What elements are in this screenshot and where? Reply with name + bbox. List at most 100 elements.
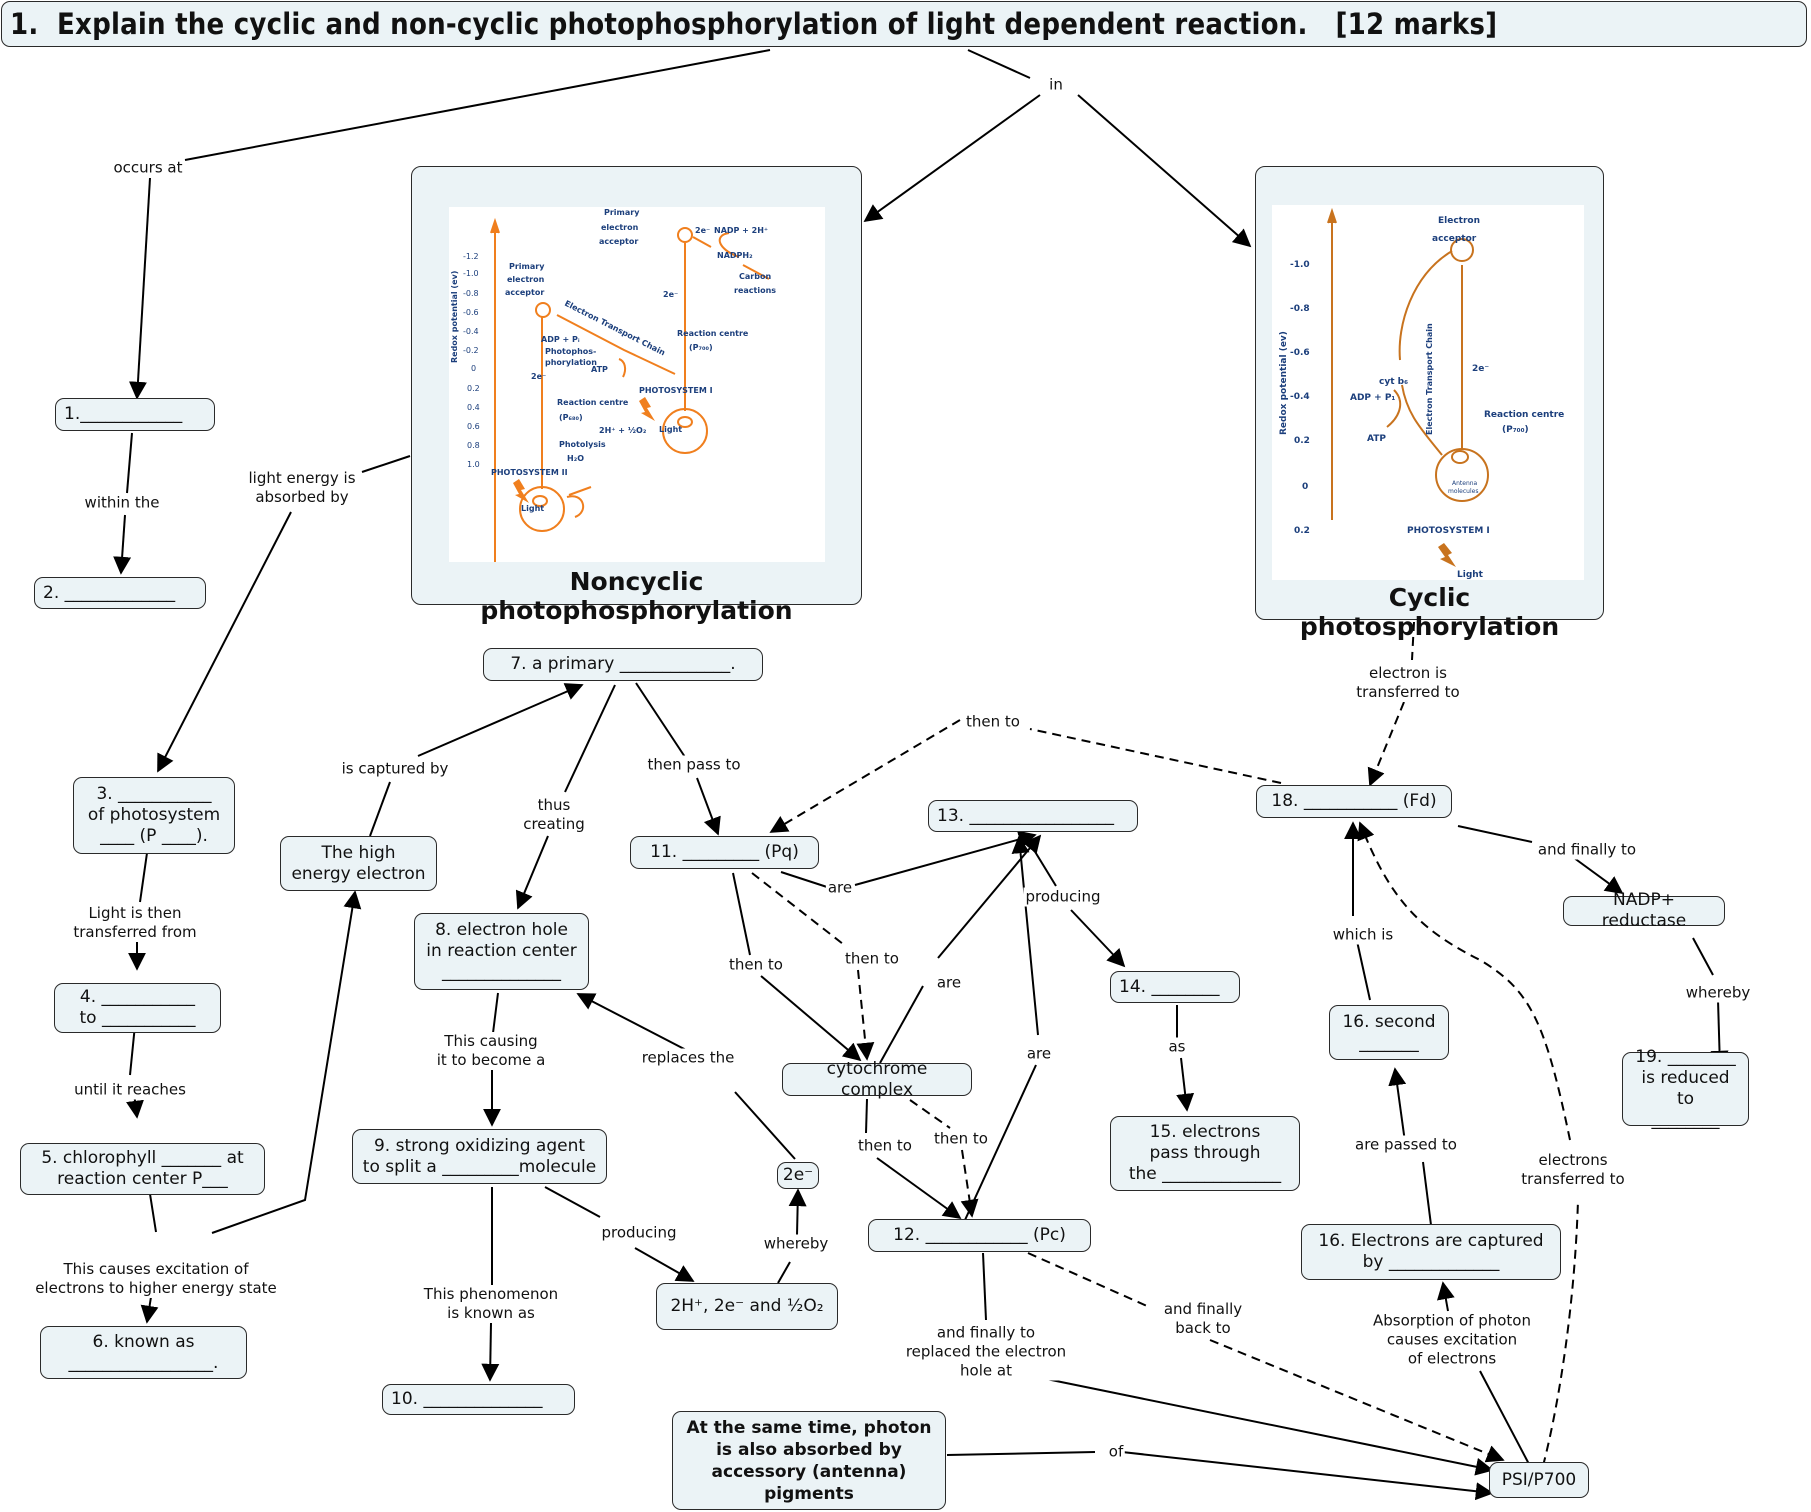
blank-node-13[interactable]: 13. _________________ <box>928 800 1138 832</box>
edge-phenomenon-n10 <box>481 1322 500 1382</box>
svg-text:Antenna: Antenna <box>1452 480 1478 487</box>
edge-are2-n13 <box>937 834 1042 959</box>
edge-n16-passed <box>1422 1161 1432 1226</box>
edge-title-in <box>967 49 1031 79</box>
link-is-captured-by: is captured by <box>339 759 451 779</box>
link-of: of <box>1106 1442 1126 1462</box>
edge-cyto-are <box>879 985 924 1064</box>
edge-n18-finally <box>1457 825 1533 843</box>
electrons-2e-node[interactable]: 2e⁻ <box>777 1162 819 1189</box>
cytochrome-complex-node[interactable]: cytochrome complex <box>782 1059 972 1100</box>
edge-cyto-thento-dashed <box>909 1099 951 1129</box>
link-then-to-c: then to <box>856 1136 914 1156</box>
link-causes-excitation: This causes excitation of electrons to h… <box>33 1260 279 1298</box>
edge-n3-light-transferred <box>139 852 148 903</box>
svg-text:Light: Light <box>521 504 544 513</box>
edge-thento-dashed-n12 <box>960 1149 979 1218</box>
edge-n11-thento-dashed <box>751 872 844 945</box>
link-then-to-d: then to <box>932 1129 990 1149</box>
edge-n1-within <box>126 432 133 494</box>
edge-producing-products <box>634 1247 695 1282</box>
blank-node-3[interactable]: 3. ___________ of photosystem ____ (P __… <box>73 777 235 854</box>
edge-in-noncyclic <box>863 94 1041 223</box>
svg-text:0.2: 0.2 <box>1294 526 1310 536</box>
edge-n18-thento <box>1029 728 1282 784</box>
svg-text:Photophos-: Photophos- <box>545 347 596 356</box>
link-whereby-2: whereby <box>1683 983 1753 1003</box>
link-this-causing: This causing it to become a <box>434 1032 548 1070</box>
edge-causes-high-e <box>211 890 362 1234</box>
edge-within-n2 <box>113 514 132 575</box>
svg-text:NADP + 2H⁺: NADP + 2H⁺ <box>714 226 768 235</box>
svg-text:electron: electron <box>601 223 639 232</box>
blank-node-11-pq[interactable]: 11. _________ (Pq) <box>630 836 819 869</box>
edge-captured-n7 <box>417 683 584 757</box>
link-phenomenon: This phenomenon is known as <box>421 1285 561 1323</box>
link-electrons-transferred: electrons transferred to <box>1519 1151 1627 1189</box>
svg-text:Redox potential (ev): Redox potential (ev) <box>1279 331 1289 435</box>
svg-text:2e⁻: 2e⁻ <box>1472 364 1489 374</box>
link-light-transferred: Light is then transferred from <box>71 904 199 942</box>
edge-finally-nadp <box>1569 854 1624 895</box>
svg-text:0.8: 0.8 <box>467 441 480 450</box>
svg-text:-0.8: -0.8 <box>1290 304 1310 314</box>
blank-node-14[interactable]: 14. ________ <box>1110 971 1240 1003</box>
edge-thus-n8 <box>515 835 549 910</box>
blank-node-2[interactable]: 2. _____________ <box>34 577 206 609</box>
blank-node-16-captured[interactable]: 16. Electrons are captured by __________… <box>1301 1224 1561 1280</box>
high-energy-electron-node[interactable]: The high energy electron <box>280 836 437 891</box>
svg-text:PHOTOSYSTEM I: PHOTOSYSTEM I <box>639 386 713 395</box>
blank-node-18-fd[interactable]: 18. ___________ (Fd) <box>1256 785 1452 818</box>
svg-text:(P₆₈₀): (P₆₈₀) <box>559 413 583 422</box>
svg-text:electron: electron <box>507 275 545 284</box>
link-thus-creating: thus creating <box>521 796 587 834</box>
edge-n12-are <box>964 1064 1037 1221</box>
svg-text:-1.0: -1.0 <box>1290 260 1310 270</box>
edge-in-cyclic <box>1077 94 1252 248</box>
blank-node-8[interactable]: 8. electron hole in reaction center ____… <box>414 913 589 990</box>
edge-title-occurs-at <box>184 49 771 161</box>
edge-psi-electrons <box>1542 1199 1579 1467</box>
blank-node-15[interactable]: 15. electrons pass through the _________… <box>1110 1116 1300 1191</box>
blank-node-5[interactable]: 5. chlorophyll _______ at reaction cente… <box>20 1143 265 1195</box>
svg-text:acceptor: acceptor <box>599 237 638 246</box>
link-in: in <box>1047 75 1065 95</box>
edge-electron-n18 <box>1367 701 1405 787</box>
edge-as-n15 <box>1176 1057 1195 1112</box>
noncyclic-diagram: Redox potential (ev) -1.2-1.0-0.8-0.6-0.… <box>449 207 825 565</box>
edge-high-e-captured <box>369 781 391 837</box>
blank-node-10[interactable]: 10. ______________ <box>382 1384 575 1415</box>
link-producing-1: producing <box>599 1223 679 1243</box>
nadp-reductase-node[interactable]: NADP+ reductase <box>1563 890 1725 931</box>
edge-pass-n11 <box>696 777 721 836</box>
svg-text:molecules: molecules <box>1448 488 1478 495</box>
blank-node-16-second[interactable]: 16. second _______ <box>1329 1005 1449 1060</box>
blank-node-4[interactable]: 4. ___________ to ___________ <box>54 983 221 1033</box>
blank-node-7[interactable]: 7. a primary _____________. <box>483 648 763 681</box>
svg-text:Carbon: Carbon <box>739 272 771 281</box>
blank-node-12-pc[interactable]: 12. ____________ (Pc) <box>868 1219 1091 1252</box>
svg-text:-0.6: -0.6 <box>463 308 479 317</box>
edge-n8-causing <box>492 992 499 1034</box>
blank-node-1[interactable]: 1.____________ <box>55 398 215 431</box>
psi-p700-node[interactable]: PSI/P700 <box>1489 1462 1589 1498</box>
edge-cyclic-electron <box>1411 621 1415 661</box>
link-are-passed-to: are passed to <box>1353 1135 1459 1155</box>
edge-electrons-n18 <box>1357 821 1571 1141</box>
link-light-absorbed: light energy is absorbed by <box>246 469 358 507</box>
link-electron-transferred-to: electron is transferred to <box>1354 664 1462 702</box>
edge-n9-producing <box>544 1186 601 1218</box>
products-node[interactable]: 2H⁺, 2e⁻ and ½O₂ <box>656 1283 838 1330</box>
blank-node-9[interactable]: 9. strong oxidizing agent to split a ___… <box>352 1129 607 1184</box>
blank-node-6[interactable]: 6. known as _________________. <box>40 1326 247 1379</box>
edge-n7-thus <box>564 684 616 793</box>
svg-text:acceptor: acceptor <box>1432 234 1477 244</box>
svg-text:(P₇₀₀): (P₇₀₀) <box>689 343 713 352</box>
svg-text:NADPH₂: NADPH₂ <box>717 251 753 260</box>
accessory-pigments-node[interactable]: At the same time, photon is also absorbe… <box>672 1411 946 1510</box>
svg-text:Light: Light <box>1457 570 1484 580</box>
svg-text:PHOTOSYSTEM II: PHOTOSYSTEM II <box>491 468 568 477</box>
link-are-3: are <box>1024 1044 1054 1064</box>
blank-node-19[interactable]: 19. ________ is reduced to ________ <box>1622 1047 1749 1130</box>
link-and-finally-back: and finally back to <box>1161 1300 1245 1338</box>
